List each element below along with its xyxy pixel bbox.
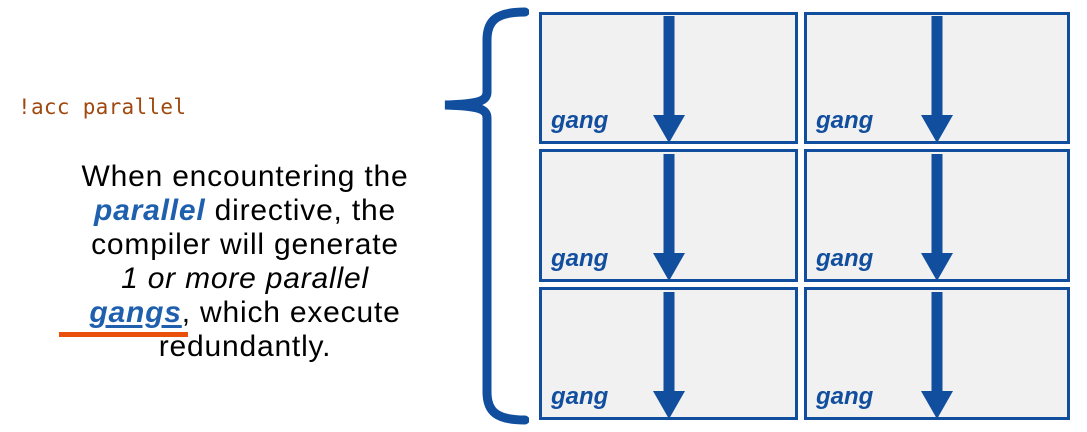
gang-label: gang (816, 383, 874, 410)
text-line-3: compiler will generate (91, 228, 399, 261)
text-line-5-rest: , which execute (181, 296, 401, 329)
down-arrow-icon (921, 292, 953, 419)
gangs-highlight-underline (59, 332, 188, 337)
text-line: 1 or more parallel (45, 262, 445, 296)
gang-label: gang (551, 245, 609, 272)
down-arrow-icon (921, 154, 953, 281)
gang-box: gang (804, 12, 1070, 144)
down-arrow-icon (652, 154, 685, 281)
gang-box: gang (539, 149, 798, 282)
gang-box: gang (804, 149, 1070, 282)
text-line-2-rest: directive, the (205, 194, 396, 227)
gang-box: gang (539, 287, 798, 420)
code-directive-label: !acc parallel (18, 95, 187, 119)
text-line: compiler will generate (45, 228, 445, 262)
left-brace-icon (444, 7, 529, 425)
keyword-gangs-text: gangs (89, 296, 182, 329)
text-line-1: When encountering the (81, 160, 409, 193)
gang-label: gang (551, 107, 609, 134)
text-line: parallel directive, the (45, 194, 445, 228)
text-line-4: 1 or more parallel (121, 262, 369, 295)
gang-label: gang (816, 107, 874, 134)
gang-box: gang (539, 12, 798, 144)
down-arrow-icon (652, 16, 685, 143)
explanation-text: When encountering the parallel directive… (45, 160, 445, 364)
down-arrow-icon (652, 292, 685, 419)
text-line: gangs, which execute (45, 296, 445, 337)
gang-label: gang (816, 245, 874, 272)
keyword-parallel: parallel (94, 194, 206, 227)
gang-label: gang (551, 383, 609, 410)
gang-box: gang (804, 287, 1070, 420)
down-arrow-icon (921, 16, 953, 143)
text-line: When encountering the (45, 160, 445, 194)
keyword-gangs: gangs (59, 296, 188, 337)
